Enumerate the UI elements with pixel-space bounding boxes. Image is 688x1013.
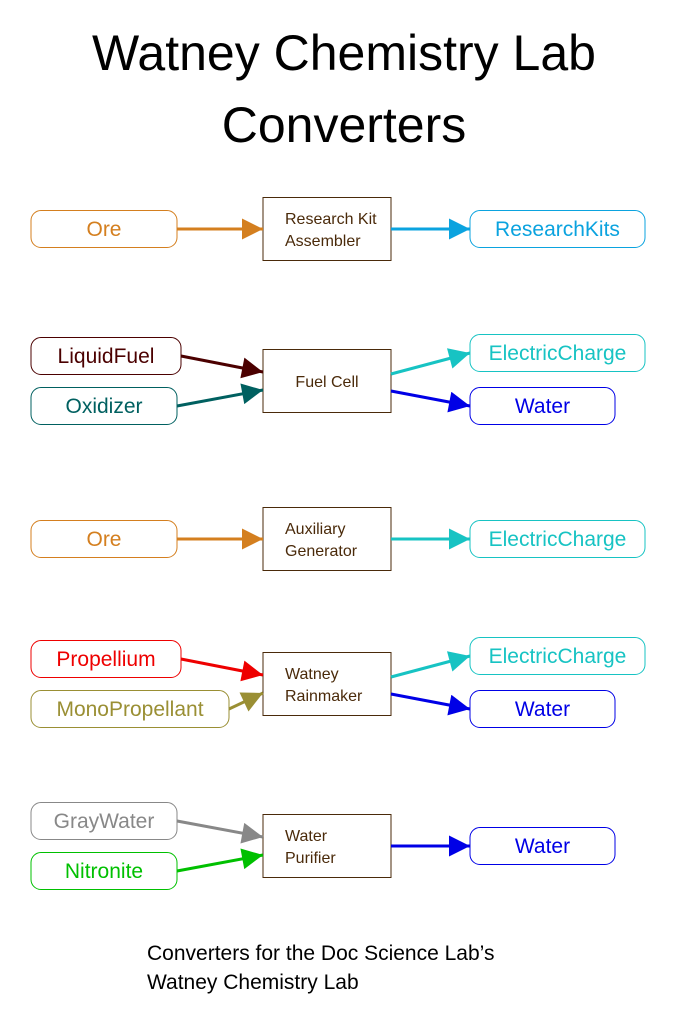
output-arrow — [390, 651, 471, 679]
input-label-propellium: Propellium — [56, 648, 155, 671]
output-arrow — [390, 389, 471, 413]
converter-label: Fuel Cell — [295, 374, 358, 391]
input-label-nitronite: Nitronite — [65, 860, 143, 883]
caption-line-1: Converters for the Doc Science Lab’s — [147, 942, 494, 965]
output-label-electric-charge: ElectricCharge — [489, 645, 627, 668]
converter-box — [262, 349, 392, 413]
output-label-research-kits: ResearchKits — [495, 218, 620, 241]
output-label-water: Water — [515, 395, 570, 418]
converter-box — [262, 197, 392, 261]
output-arrow — [390, 692, 471, 716]
output-label-electric-charge: ElectricCharge — [489, 528, 627, 551]
converter-box — [262, 507, 392, 571]
converter-label: Water — [285, 828, 328, 845]
diagram-title-line-2: Converters — [222, 97, 467, 153]
converter-label: Auxiliary — [285, 521, 345, 538]
converter-label: Purifier — [285, 850, 336, 867]
input-label-gray-water: GrayWater — [54, 810, 155, 833]
input-label-liquid-fuel: LiquidFuel — [58, 345, 155, 368]
output-arrow — [390, 348, 471, 376]
output-label-electric-charge: ElectricCharge — [489, 342, 627, 365]
input-label-ore: Ore — [86, 218, 121, 241]
converter-box — [262, 652, 392, 716]
diagram-title-line-1: Watney Chemistry Lab — [92, 25, 596, 81]
input-label-oxidizer: Oxidizer — [65, 395, 142, 418]
input-label-ore: Ore — [86, 528, 121, 551]
output-label-water: Water — [515, 835, 570, 858]
input-label-mono-propellant: MonoPropellant — [56, 698, 203, 721]
caption-line-2: Watney Chemistry Lab — [147, 971, 359, 994]
converter-box — [262, 814, 392, 878]
input-arrow — [180, 657, 264, 682]
input-arrow — [180, 354, 264, 379]
converter-label: Rainmaker — [285, 688, 363, 705]
converter-label: Assembler — [285, 233, 361, 250]
input-arrow — [176, 383, 264, 408]
converter-label: Generator — [285, 543, 358, 560]
output-label-water: Water — [515, 698, 570, 721]
converter-label: Watney — [285, 666, 339, 683]
input-arrow — [176, 819, 264, 844]
converter-label: Research Kit — [285, 211, 377, 228]
input-arrow — [176, 848, 264, 873]
input-arrow — [228, 691, 264, 712]
